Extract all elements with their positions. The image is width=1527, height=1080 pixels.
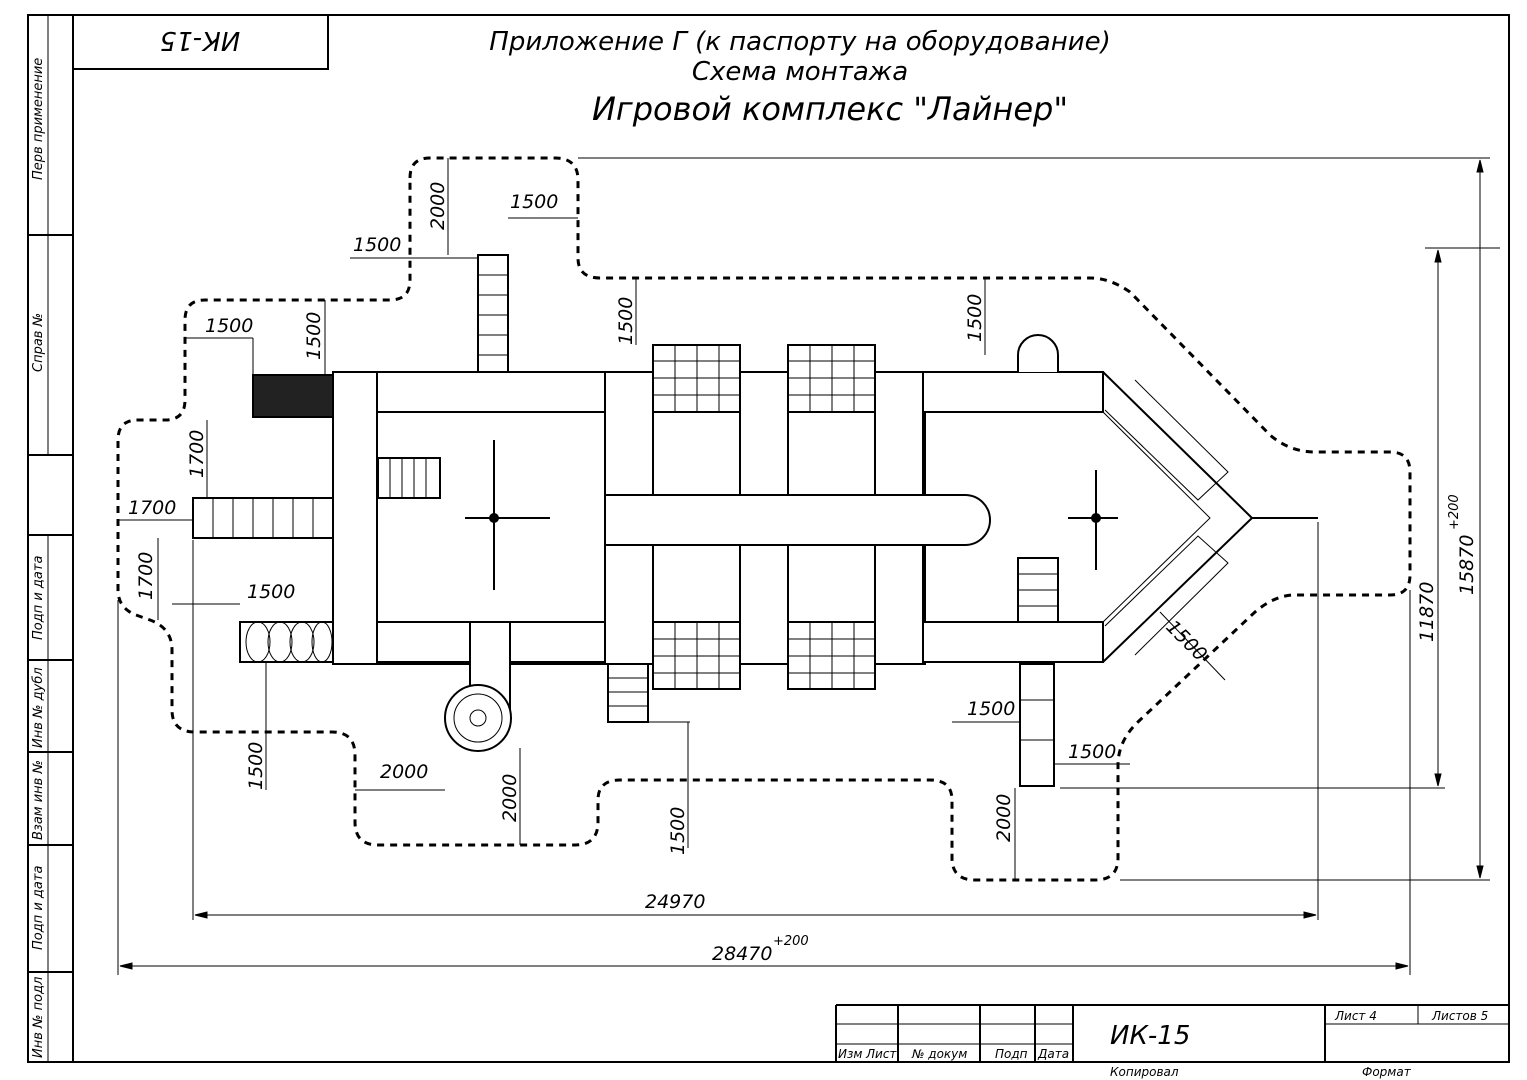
dim-24970: 24970 bbox=[645, 891, 705, 913]
dim-2000-bottom-right-v: 2000 bbox=[993, 794, 1015, 842]
dim-1500-upper-mid: 1500 bbox=[615, 297, 637, 345]
drawing-frame bbox=[27, 14, 1510, 1063]
dim-1500-lower-left-v: 1500 bbox=[245, 742, 267, 790]
dimension-lines bbox=[117, 157, 1500, 975]
dim-1500-slide-h: 1500 bbox=[247, 581, 295, 603]
side-label-podp-data-2: Подп и дата bbox=[31, 866, 46, 950]
tb-code: ИК-15 bbox=[1110, 1021, 1190, 1051]
right-bottom-bridge bbox=[922, 621, 1104, 663]
side-strip: Перв применение Справ № Подп и дата Инв … bbox=[28, 15, 73, 1062]
stamp-box: ИК-15 bbox=[72, 14, 329, 70]
title-block bbox=[835, 1004, 1509, 1062]
dim-1700-v-upper: 1700 bbox=[186, 430, 208, 478]
side-label-inv-dubl: Инв № дубл bbox=[31, 667, 46, 748]
central-ladder bbox=[607, 663, 649, 723]
right-roof-dome bbox=[1017, 334, 1059, 372]
dim-1500-bottom-right-h2: 1500 bbox=[1068, 741, 1116, 763]
dim-2000-bottom-h: 2000 bbox=[380, 761, 428, 783]
tb-podp: Подп bbox=[995, 1047, 1028, 1061]
dim-1500-bottom-right-h: 1500 bbox=[967, 698, 1015, 720]
dim-2000-top: 2000 bbox=[427, 182, 449, 230]
dim-1500-left-h: 1500 bbox=[205, 315, 253, 337]
side-label-perv-primenenie: Перв применение bbox=[31, 58, 46, 180]
side-label-podp-data-1: Подп и дата bbox=[31, 556, 46, 640]
side-label-sprav-no: Справ № bbox=[31, 313, 46, 372]
dim-11870: 11870 bbox=[1416, 582, 1438, 642]
side-label-inv-podl: Инв № подл bbox=[31, 977, 46, 1058]
tb-kopiroval: Копировал bbox=[1110, 1065, 1179, 1079]
dim-2000-bottom-v: 2000 bbox=[499, 774, 521, 822]
tb-izm: Изм bbox=[838, 1047, 862, 1061]
dim-1500-top-left: 1500 bbox=[353, 234, 401, 256]
equipment-plan bbox=[192, 254, 1318, 787]
tb-no-dokum: № докум bbox=[911, 1047, 967, 1061]
left-ladder bbox=[192, 497, 334, 539]
central-bridge bbox=[604, 494, 926, 546]
dim-1500-upper-right: 1500 bbox=[964, 294, 986, 342]
stamp-code: ИК-15 bbox=[160, 25, 240, 55]
dim-1500-bottom-mid: 1500 bbox=[667, 807, 689, 855]
dim-28470-tol: +200 bbox=[773, 934, 809, 949]
tb-data: Дата bbox=[1037, 1047, 1069, 1061]
spiral-slide bbox=[444, 684, 512, 752]
tb-format: Формат bbox=[1362, 1065, 1412, 1079]
dim-1700-v-lower: 1700 bbox=[135, 552, 157, 600]
dim-15870: 15870 bbox=[1456, 535, 1478, 595]
title-line-2: Схема монтажа bbox=[692, 57, 908, 87]
tb-listov: Листов 5 bbox=[1431, 1009, 1488, 1023]
tb-list: Лист bbox=[865, 1047, 897, 1061]
safety-zone-outline bbox=[116, 156, 1412, 882]
tb-list-no: Лист 4 bbox=[1334, 1009, 1377, 1023]
dim-1500-top-right: 1500 bbox=[510, 191, 558, 213]
left-stair bbox=[252, 374, 334, 418]
dim-1500-left-v: 1500 bbox=[303, 312, 325, 360]
left-tunnel bbox=[239, 621, 334, 663]
title-line-3: Игровой комплекс "Лайнер" bbox=[592, 90, 1068, 128]
inner-stair bbox=[377, 457, 441, 499]
dim-1700-h: 1700 bbox=[128, 497, 176, 519]
dim-28470: 28470 bbox=[712, 943, 772, 965]
dimension-texts: 2000 1500 1500 1500 1500 1500 1500 1700 … bbox=[128, 182, 1478, 965]
right-lower-ladder bbox=[1019, 663, 1055, 787]
right-top-bridge bbox=[922, 371, 1104, 413]
title-line-1: Приложение Г (к паспорту на оборудование… bbox=[489, 27, 1110, 57]
side-label-vzam-inv: Взам инв № bbox=[31, 760, 46, 840]
dim-15870-tol: +200 bbox=[1447, 494, 1462, 530]
